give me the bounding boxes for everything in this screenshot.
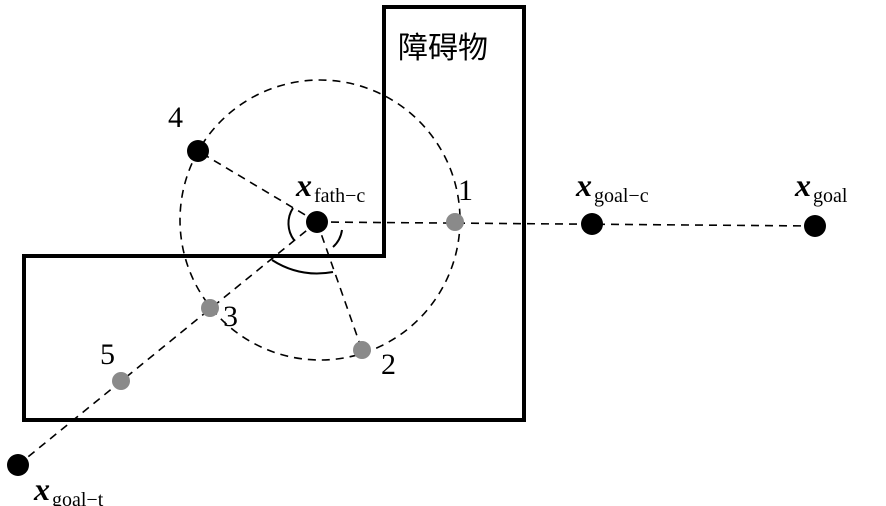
node-goal-c — [581, 213, 603, 235]
angle-arc-left — [287, 207, 295, 241]
edge-fath-to-2 — [316, 221, 363, 351]
label-x-goal-c-main: x — [575, 167, 592, 203]
node-goal — [804, 215, 826, 237]
label-x-fath-c-main: x — [295, 167, 312, 203]
node-fath-c — [306, 211, 328, 233]
label-x-goal-sub: goal — [813, 185, 848, 207]
label-x-goal-main: x — [794, 167, 811, 203]
node-2 — [353, 341, 371, 359]
node-1 — [446, 213, 464, 231]
label-x-goal-t-sub: goal−t — [52, 489, 104, 506]
angle-arc-right — [332, 229, 343, 248]
node-3 — [201, 299, 219, 317]
node-4 — [187, 140, 209, 162]
node-5-label: 5 — [100, 338, 115, 371]
node-5 — [112, 372, 130, 390]
node-4-label: 4 — [168, 101, 183, 134]
node-3-label: 3 — [223, 300, 238, 333]
edge-fath-to-goal — [316, 221, 816, 227]
label-x-fath-c-sub: fath−c — [314, 185, 365, 207]
edge-fath-to-goal-t — [17, 221, 318, 466]
label-x-goal-c-sub: goal−c — [594, 185, 649, 207]
obstacle-outline — [22, 5, 526, 422]
node-2-label: 2 — [381, 348, 396, 381]
label-x-goal-t-main: x — [33, 471, 50, 506]
angle-arc-lower — [271, 259, 334, 275]
node-1-label: 1 — [458, 174, 473, 207]
node-goal-t — [7, 454, 29, 476]
obstacle-label: 障碍物 — [398, 31, 488, 66]
edge-fath-to-4 — [197, 150, 318, 223]
